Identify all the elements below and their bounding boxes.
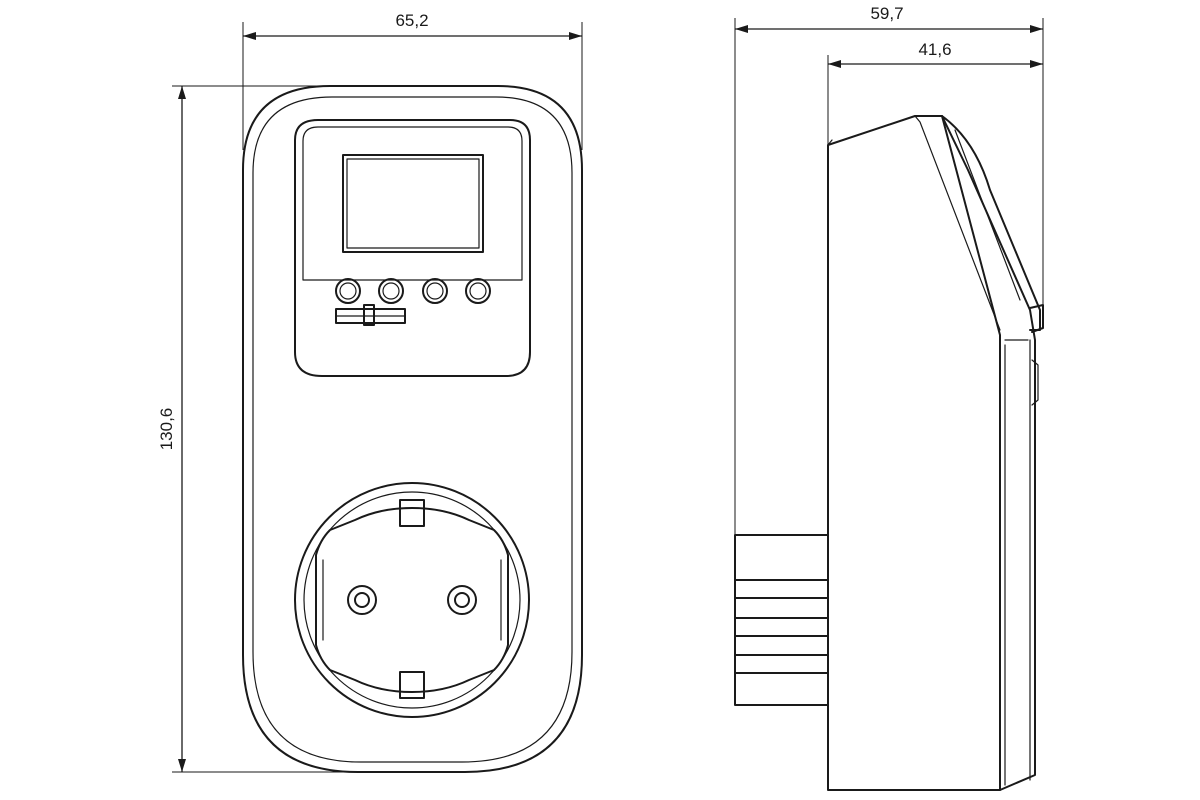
earth-clip-bottom bbox=[399, 671, 425, 699]
dimension-side-total-depth-label: 59,7 bbox=[870, 4, 903, 23]
housing-outline bbox=[242, 85, 583, 773]
side-front-face bbox=[941, 115, 1036, 791]
dimension-front-width-label: 65,2 bbox=[395, 11, 428, 30]
slide-switch bbox=[335, 304, 406, 326]
pin-hole-icon bbox=[347, 585, 377, 615]
socket bbox=[294, 482, 530, 718]
lcd-screen bbox=[342, 154, 484, 253]
dimension-side-body-depth-label: 41,6 bbox=[918, 40, 951, 59]
dimension-front-width: 65,2 bbox=[242, 11, 583, 150]
round-button-icon bbox=[378, 278, 404, 304]
round-button-icon bbox=[465, 278, 491, 304]
dimension-side-body-depth: 41,6 bbox=[827, 40, 1043, 145]
control-buttons bbox=[335, 278, 491, 304]
housing-inner-outline bbox=[252, 96, 573, 763]
pin-hole-icon bbox=[447, 585, 477, 615]
side-display-bezel bbox=[941, 115, 1041, 331]
side-button-icon bbox=[1029, 304, 1044, 333]
side-body-outline bbox=[827, 115, 1001, 791]
side-view bbox=[734, 115, 1044, 791]
plug-pins bbox=[734, 519, 829, 721]
dimension-front-height-label: 130,6 bbox=[157, 408, 176, 451]
round-button-icon bbox=[335, 278, 361, 304]
dimension-side-total-depth: 59,7 bbox=[734, 4, 1044, 535]
earth-clip-top bbox=[399, 499, 425, 527]
front-view bbox=[242, 85, 583, 773]
dimension-front-height: 130,6 bbox=[157, 85, 380, 773]
round-button-icon bbox=[422, 278, 448, 304]
display-panel bbox=[294, 119, 531, 377]
